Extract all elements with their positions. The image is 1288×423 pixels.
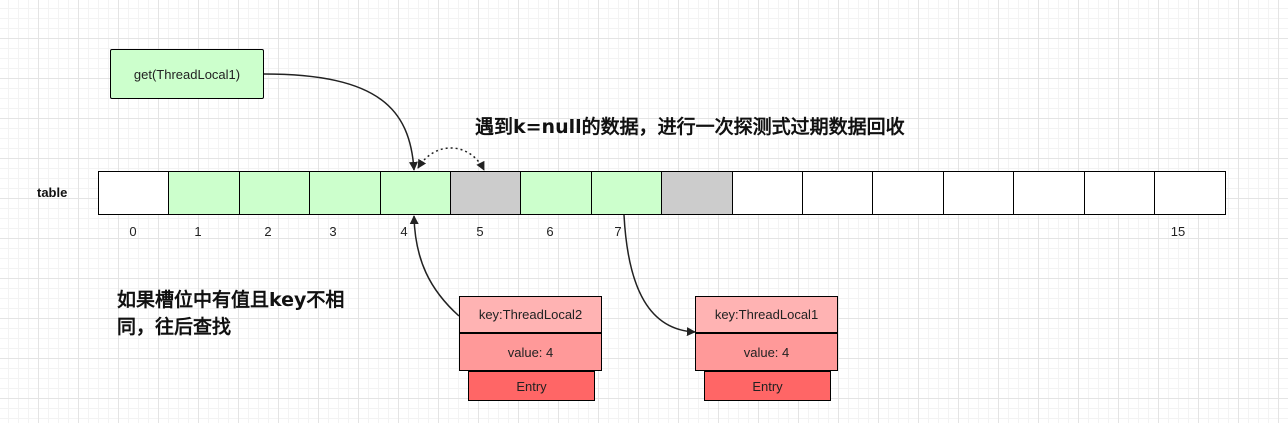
table-slot-8 — [661, 171, 734, 215]
slot-index-label: 6 — [546, 224, 554, 239]
note-probe-cleanup: 遇到k=null的数据，进行一次探测式过期数据回收 — [475, 116, 905, 138]
arrow-get-to-slot4 — [263, 73, 418, 171]
table-slot-11 — [872, 171, 945, 215]
slot-index-label: 1 — [194, 224, 202, 239]
table-slot-5 — [450, 171, 522, 215]
entry-value: value: 4 — [695, 333, 838, 371]
table-slot-3 — [309, 171, 382, 215]
get-call-box: get(ThreadLocal1) — [110, 49, 264, 99]
table-slot-7 — [590, 171, 663, 215]
slot-index-label: 15 — [1170, 224, 1186, 239]
slot-index-label: 7 — [614, 224, 622, 239]
table-slot-9 — [731, 171, 804, 215]
table-slot-1 — [168, 171, 241, 215]
table-slot-15 — [1154, 171, 1226, 215]
slot-index-label: 3 — [329, 224, 337, 239]
entry-key: key:ThreadLocal1 — [695, 296, 838, 333]
table-slot-2 — [238, 171, 311, 215]
entry-type: Entry — [704, 371, 831, 401]
table-slot-13 — [1013, 171, 1086, 215]
slot-index-label: 0 — [129, 224, 137, 239]
entry-type: Entry — [468, 371, 595, 401]
table-label: table — [37, 185, 68, 200]
entry-value: value: 4 — [459, 333, 602, 371]
slot-index-label: 2 — [264, 224, 272, 239]
note-linear-probe-line2: 同，往后查找 — [117, 316, 232, 338]
table-slot-4 — [379, 171, 452, 215]
slot-index-label: 5 — [476, 224, 484, 239]
note-linear-probe-line1: 如果槽位中有值且key不相 — [117, 289, 345, 311]
table-slot-10 — [802, 171, 874, 215]
table-slot-6 — [520, 171, 593, 215]
arrow-probe-slot4-to-slot5 — [417, 147, 485, 171]
slot-index-label: 4 — [400, 224, 408, 239]
table-slot-14 — [1083, 171, 1156, 215]
entry-key: key:ThreadLocal2 — [459, 296, 602, 333]
arrow-entry2-to-slot4 — [409, 215, 460, 317]
note-linear-probe: 如果槽位中有值且key不相 同，往后查找 — [117, 287, 344, 341]
arrow-slot7-to-entry1 — [623, 214, 696, 337]
table-slot-0 — [98, 171, 170, 215]
table-slot-12 — [942, 171, 1015, 215]
